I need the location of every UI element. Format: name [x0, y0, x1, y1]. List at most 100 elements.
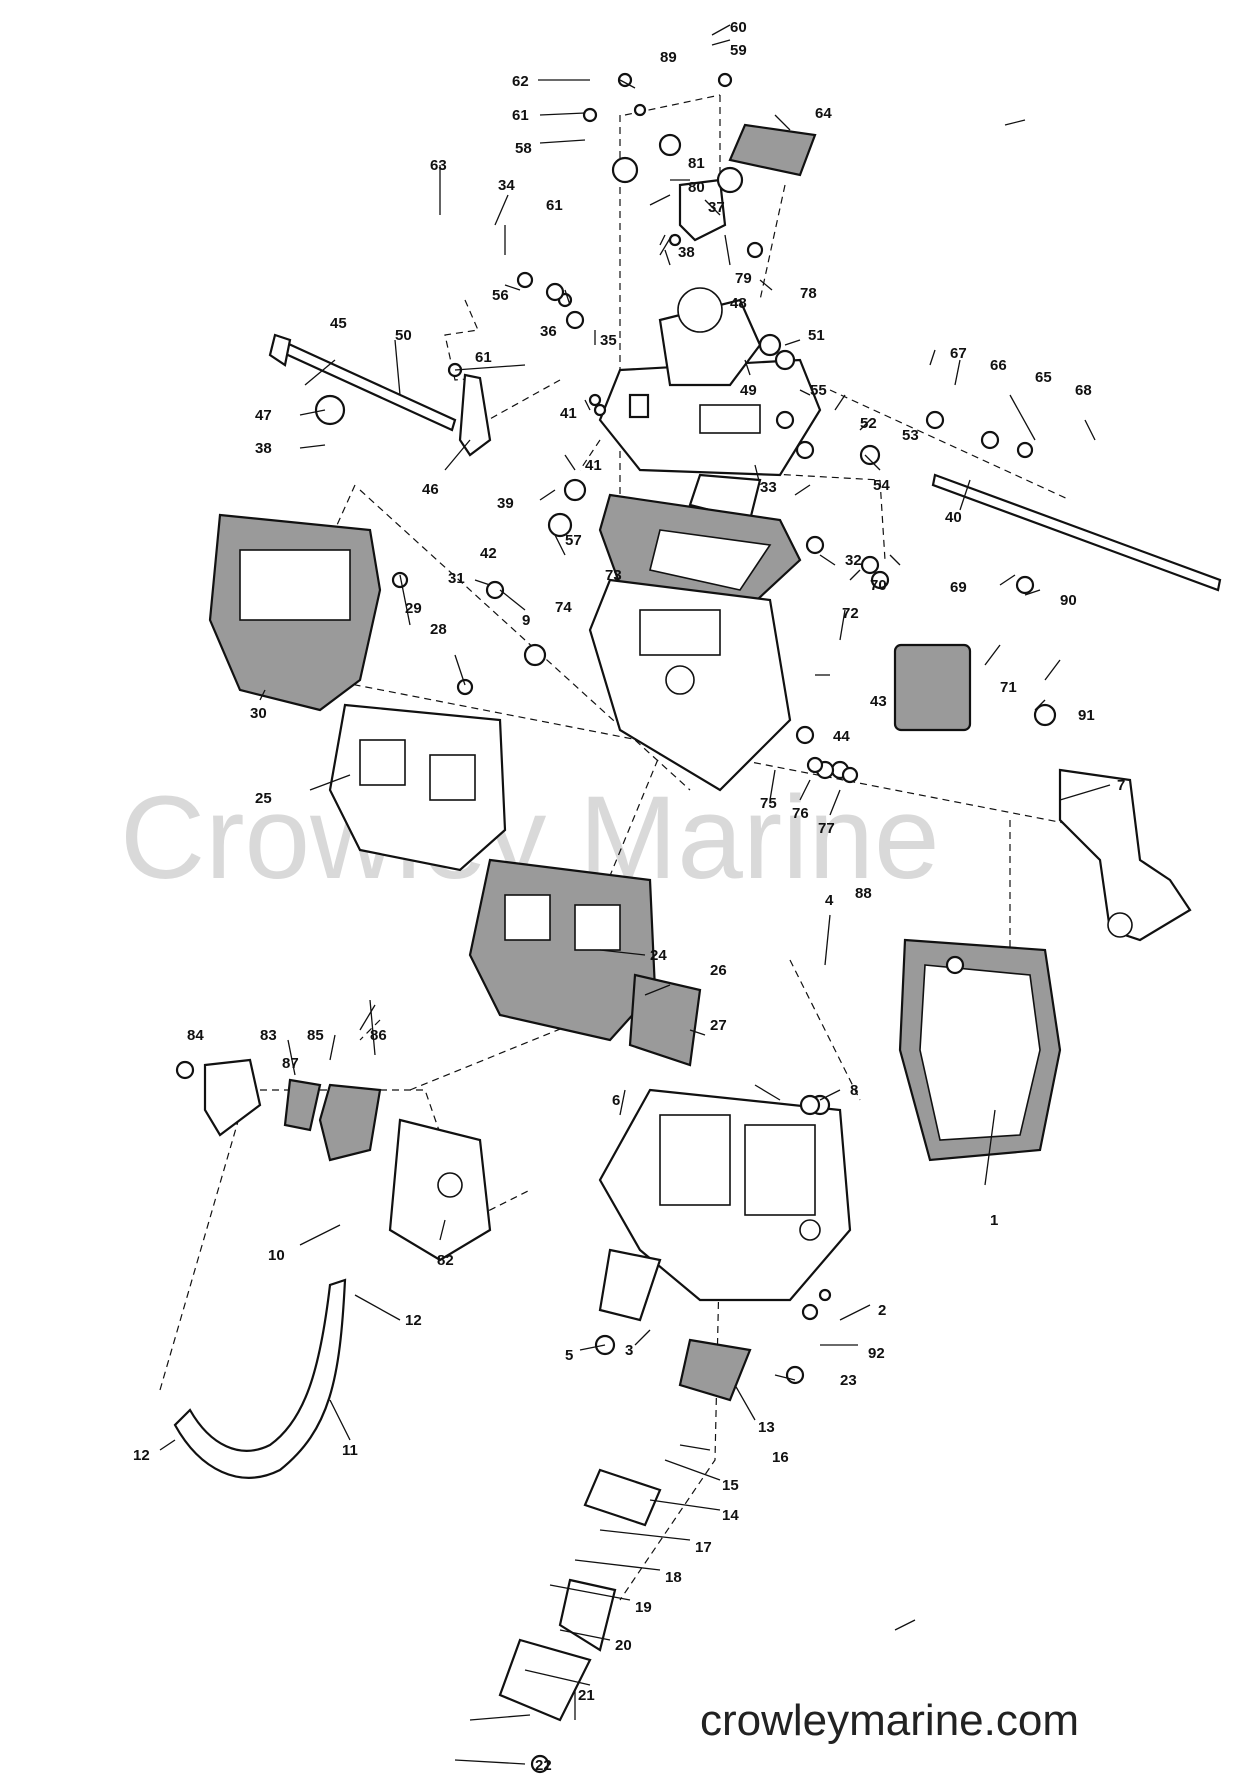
callout-10: 10	[268, 1247, 285, 1264]
callout-21: 21	[578, 1687, 595, 1704]
callout-86: 86	[370, 1027, 387, 1044]
callout-75: 75	[760, 795, 777, 812]
callout-3: 3	[625, 1342, 633, 1359]
callout-68: 68	[1075, 382, 1092, 399]
callout-15: 15	[722, 1477, 739, 1494]
callout-25: 25	[255, 790, 272, 807]
callout-55: 55	[810, 382, 827, 399]
callout-71: 71	[1000, 679, 1017, 696]
callout-51: 51	[808, 327, 825, 344]
callout-81: 81	[688, 155, 705, 172]
callout-28: 28	[430, 621, 447, 638]
callout-58: 58	[515, 140, 532, 157]
callout-63: 63	[430, 157, 447, 174]
callout-49: 49	[740, 382, 757, 399]
callout-2: 2	[878, 1302, 886, 1319]
callout-64: 64	[815, 105, 832, 122]
callout-32: 32	[845, 552, 862, 569]
callout-54: 54	[873, 477, 890, 494]
callout-14: 14	[722, 1507, 739, 1524]
reed-valve-stack-13-21	[498, 1338, 752, 1722]
callout-46: 46	[422, 481, 439, 498]
callout-90: 90	[1060, 592, 1077, 609]
callout-56: 56	[492, 287, 509, 304]
callout-7: 7	[1117, 777, 1125, 794]
plate-37	[678, 178, 727, 242]
fuel-pump-82	[388, 1118, 492, 1262]
callout-18: 18	[665, 1569, 682, 1586]
callout-53: 53	[902, 427, 919, 444]
callout-38-top: 38	[678, 244, 695, 261]
callout-59: 59	[730, 42, 747, 59]
callout-43: 43	[870, 693, 887, 710]
gasket-24	[468, 858, 657, 1042]
callout-76: 76	[792, 805, 809, 822]
callout-82: 82	[437, 1252, 454, 1269]
callout-1: 1	[990, 1212, 998, 1229]
callout-37: 37	[708, 199, 725, 216]
small-hardware	[175, 72, 1057, 1774]
reed-plate-30	[208, 513, 382, 712]
callout-89: 89	[660, 49, 677, 66]
callout-77: 77	[818, 820, 835, 837]
callout-42: 42	[480, 545, 497, 562]
callout-70: 70	[870, 577, 887, 594]
callout-85: 85	[307, 1027, 324, 1044]
callout-4: 4	[825, 892, 834, 909]
callout-66: 66	[990, 357, 1007, 374]
callout-72: 72	[842, 605, 859, 622]
assembly-dashed-lines	[159, 94, 1101, 1601]
callout-92: 92	[868, 1345, 885, 1362]
choke-solenoid-71	[893, 643, 972, 732]
intake-manifold-gasket-1	[898, 938, 1062, 1162]
shaft-45-50	[268, 333, 457, 432]
callout-44: 44	[833, 728, 850, 745]
callout-87: 87	[282, 1055, 299, 1072]
callout-79: 79	[735, 270, 752, 287]
shaft-40	[931, 473, 1222, 592]
footer-url: crowleymarine.com	[700, 1696, 1079, 1745]
callout-78: 78	[800, 285, 817, 302]
callout-41-top: 41	[560, 405, 577, 422]
callout-5: 5	[565, 1347, 573, 1364]
carburetor-body-74	[588, 578, 792, 792]
callout-11: 11	[342, 1442, 358, 1459]
lever-46	[458, 373, 492, 457]
callout-34: 34	[498, 177, 515, 194]
callout-16: 16	[772, 1449, 789, 1466]
callout-80: 80	[688, 179, 705, 196]
callout-27: 27	[710, 1017, 727, 1034]
callout-26: 26	[710, 962, 727, 979]
callout-41-bottom: 41	[585, 457, 602, 474]
callout-20: 20	[615, 1637, 632, 1654]
callout-91: 91	[1078, 707, 1095, 724]
callout-45: 45	[330, 315, 347, 332]
callout-13: 13	[758, 1419, 775, 1436]
bracket-7	[1058, 768, 1192, 942]
callout-12-top: 12	[405, 1312, 422, 1329]
callout-60: 60	[730, 19, 747, 36]
callout-6: 6	[612, 1092, 620, 1109]
reed-block-26	[628, 973, 702, 1067]
callout-38-left: 38	[255, 440, 272, 457]
callout-35: 35	[600, 332, 617, 349]
leader-lines	[159, 24, 1111, 1765]
callout-74: 74	[555, 599, 572, 616]
callout-57: 57	[565, 532, 582, 549]
gasket-87	[283, 1078, 322, 1132]
callout-61-low: 61	[475, 349, 492, 366]
carburetor-top-assembly	[598, 287, 822, 522]
callout-12-bottom: 12	[133, 1447, 150, 1464]
callout-69: 69	[950, 579, 967, 596]
adapter-plate-25	[328, 703, 507, 872]
callout-17: 17	[695, 1539, 712, 1556]
callout-39: 39	[497, 495, 514, 512]
cover-64	[728, 123, 817, 177]
callout-52: 52	[860, 415, 877, 432]
callout-31: 31	[448, 570, 465, 587]
callout-29: 29	[405, 600, 422, 617]
callout-9: 9	[522, 612, 530, 629]
callout-88: 88	[855, 885, 872, 902]
intake-manifold-2	[598, 1088, 852, 1322]
